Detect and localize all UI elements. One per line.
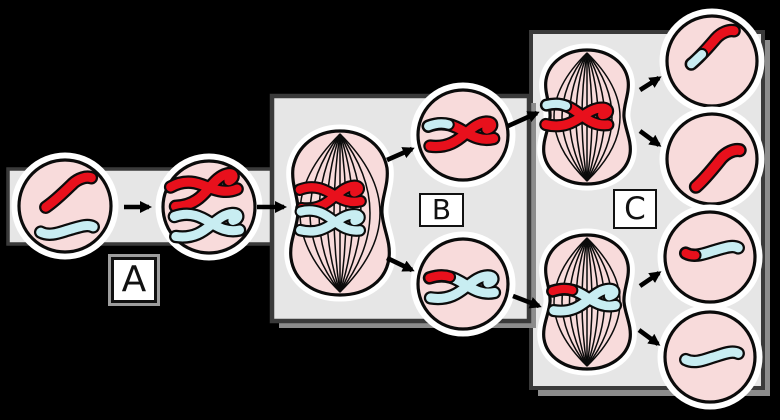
arrow-metaphase2-to-gamete-1 <box>638 76 662 92</box>
metaphase2-cell-top <box>537 43 637 191</box>
stage-label-b: B <box>419 193 464 227</box>
arrow-secondary-bottom-to-metaphase2 <box>512 293 542 309</box>
metaphase2-cell-bottom <box>537 228 637 376</box>
arrow-metaphase2-to-gamete-2 <box>638 129 662 147</box>
cell-membrane <box>17 158 113 254</box>
gamete-cell-3 <box>657 204 763 310</box>
stage-label-a: A <box>111 257 157 303</box>
arrow-metaphase2-to-gamete-4 <box>637 328 661 346</box>
gamete-cell-4 <box>657 304 763 410</box>
parent-cell <box>11 152 119 260</box>
stage-label-c: C <box>613 189 657 229</box>
arrow-secondary-top-to-metaphase2 <box>507 110 540 129</box>
arrow-metaphase1-to-secondary-bottom <box>386 255 415 273</box>
gamete-cell-1 <box>659 8 765 114</box>
secondary-cell-top <box>410 82 516 188</box>
metaphase1-cell <box>284 124 396 302</box>
arrow-metaphase1-to-secondary-top <box>386 146 415 163</box>
secondary-cell-bottom <box>410 231 516 337</box>
arrow-metaphase2-to-gamete-3 <box>638 271 662 288</box>
cell-membrane <box>665 14 759 108</box>
gamete-cell-2 <box>659 106 765 212</box>
replicated-cell <box>155 153 263 261</box>
flow-arrows <box>124 76 662 346</box>
